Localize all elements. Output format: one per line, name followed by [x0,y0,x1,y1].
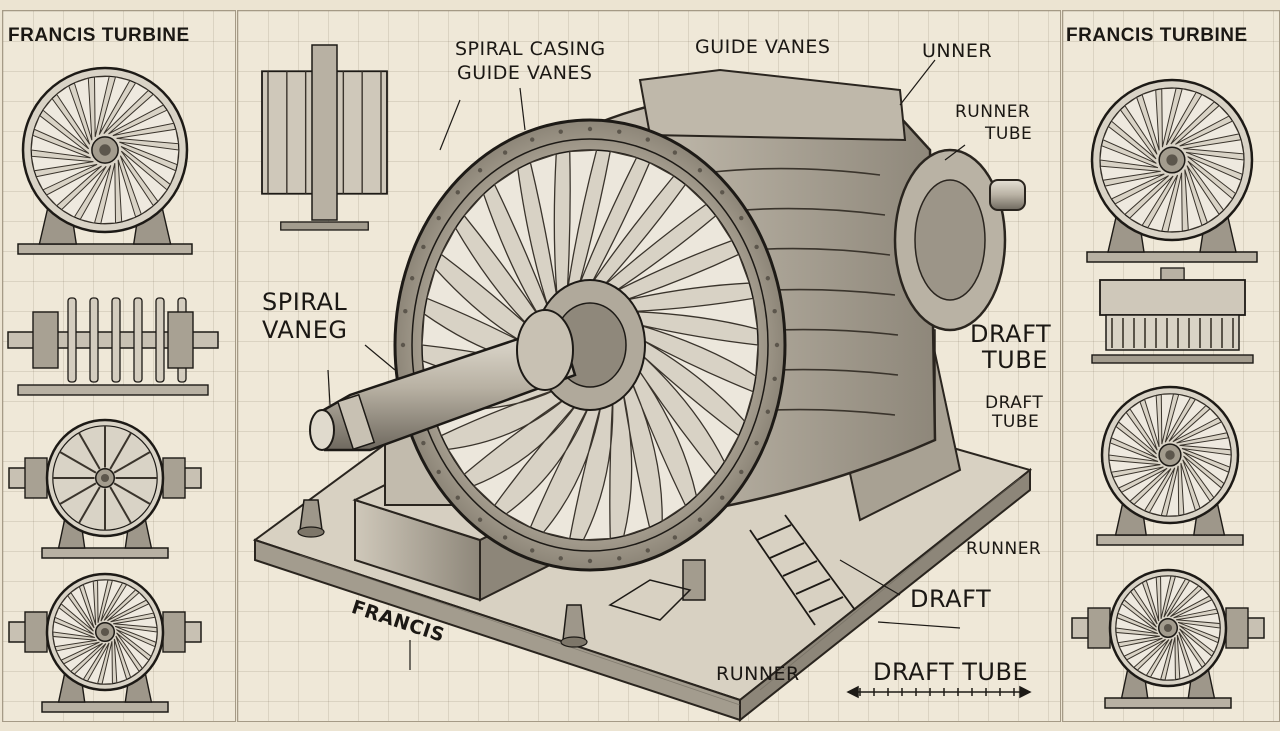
rim-bolt [774,342,780,348]
label-runner-tube-1: RUNNER [955,102,1031,122]
runner-blade [578,150,638,287]
right-sketches [1071,78,1265,709]
rim-bolt [436,215,441,221]
leader-lines [327,59,966,670]
runner-wheel [393,118,787,572]
rim-bolt [697,517,703,522]
ladder [749,514,856,626]
wheel-sketch [1071,568,1265,709]
rim-bolt [477,168,483,173]
rim-bolt [403,309,408,314]
runner-blade [504,404,590,529]
runner-blade [472,402,578,507]
label-guide-vanes-under: GUIDE VANES [457,62,593,84]
runner-blade [426,267,541,353]
rim-bolt [697,168,703,173]
runner-blade [529,153,558,300]
rim-bolt [587,126,593,132]
wheel-sketch [1096,385,1244,546]
runner-blade [635,366,717,498]
rear-shaft [893,148,1026,332]
runner-blade [630,379,687,523]
rim-bolt [772,309,777,314]
rim-bolt [477,517,483,522]
label-draft-tube-a2: TUBE [982,346,1048,374]
rim-bolt [617,129,622,134]
right-panel-title: FRANCIS TURBINE [1066,25,1248,46]
rim-bolt [739,469,744,475]
label-spiral-vaneg-2: VANEG [262,316,348,344]
label-draft: DRAFT [910,585,992,613]
label-runner-bottom: RUNNER [716,663,800,685]
label-guide-vanes-top: GUIDE VANES [695,36,831,58]
wheel-sketch [8,572,202,713]
label-spiral-casing: SPIRAL CASING [455,38,606,60]
runner-blade [493,167,550,311]
wheel-sketch [1086,78,1258,263]
base-fittings [297,499,706,648]
profile-sketch [261,44,388,231]
runner-blade [636,323,759,378]
rim-bolt [455,190,460,195]
drum-sketch [1091,267,1254,364]
left-panel-title: FRANCIS TURBINE [8,25,190,46]
rim-bolt [530,548,535,553]
rim-bolt [558,129,563,134]
runner-blade [622,390,651,538]
label-draft-tube-b2: TUBE [992,412,1040,432]
rim-bolt [720,190,725,195]
runner-blade [582,398,614,541]
runner-blade [623,253,751,302]
rim-bolt [645,137,650,142]
rim-bolt [436,469,441,475]
rim-bolt [720,495,725,500]
rim-bolt [400,342,406,348]
rim-bolt [409,276,415,281]
front-shaft [309,309,577,452]
rim-bolt [587,558,593,564]
rim-bolt [765,276,771,281]
rim-bolt [558,556,563,561]
rim-bolt [617,556,622,561]
label-draft-tube-a1: DRAFT [970,320,1052,348]
label-draft-tube-b1: DRAFT [985,393,1044,413]
runner-blade [566,149,598,292]
wheel-sketch [8,418,202,559]
runner-blade [440,226,541,338]
rim-bolt [455,495,460,500]
runner-blade [639,337,754,423]
runner-blade [631,297,759,330]
runner-blade [542,403,602,540]
runner-blade [639,352,740,464]
runner-blade [447,397,567,476]
label-spiral-vaneg-1: SPIRAL [262,288,348,316]
rim-bolt [502,535,508,540]
runner-blade [602,183,708,288]
rim-bolt [765,409,771,414]
rim-bolt [530,137,535,142]
label-draft-tube-bottom: DRAFT TUBE [873,658,1029,686]
runner-blade [590,161,675,286]
rim-bolt [645,548,650,553]
rim-bolt [672,535,678,540]
left-sketches [7,44,388,713]
rim-bolt [739,215,744,221]
rim-bolt [421,440,426,446]
rim-bolt [754,244,759,250]
rim-bolt [772,376,777,381]
rim-bolt [754,440,759,446]
wheel-sketch [17,66,193,255]
label-unner: UNNER [922,40,993,62]
rim-bolt [502,150,508,155]
runner-blade [463,192,545,324]
runner-blade [613,214,733,293]
rim-bolt [421,244,426,250]
dimension-arrow [846,685,1032,699]
label-runner-right: RUNNER [966,539,1042,559]
rim-bolt [672,150,678,155]
label-runner-tube-2: TUBE [985,124,1033,144]
shaft-sketch [7,297,219,396]
